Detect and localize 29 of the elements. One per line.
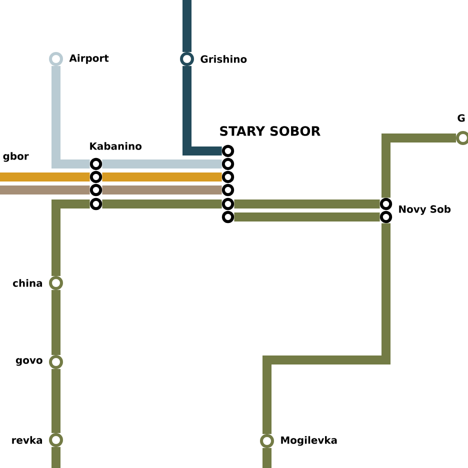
station-label: Kabanino	[90, 142, 142, 150]
metro-line	[102, 200, 222, 208]
metro-line	[52, 447, 60, 468]
station-label: china	[13, 279, 42, 287]
station-label: Airport	[69, 54, 109, 64]
metro-line	[262, 448, 272, 468]
metro-line	[102, 172, 222, 182]
station-label: Grishino	[200, 55, 247, 63]
station-label: revka	[12, 436, 42, 444]
station-label: govo	[16, 358, 42, 366]
metro-line	[0, 186, 90, 194]
station-label: Novy Sob	[399, 205, 451, 215]
metro-line	[262, 223, 390, 434]
metro-line	[102, 186, 222, 194]
metro-line	[182, 66, 222, 156]
metro-line	[382, 134, 456, 198]
metro-line	[0, 172, 90, 182]
metro-line	[52, 369, 60, 433]
station-label: gbor	[3, 152, 29, 162]
metro-line	[52, 200, 90, 276]
metro-line	[102, 160, 222, 168]
metro-line	[182, 0, 192, 52]
station-label: STARY SOBOR	[220, 126, 320, 136]
metro-line	[52, 66, 90, 168]
station-label: G	[458, 114, 465, 122]
metro-line	[234, 212, 380, 222]
metro-line	[234, 200, 380, 208]
metro-line	[52, 290, 60, 355]
station-label: Mogilevka	[281, 436, 337, 446]
